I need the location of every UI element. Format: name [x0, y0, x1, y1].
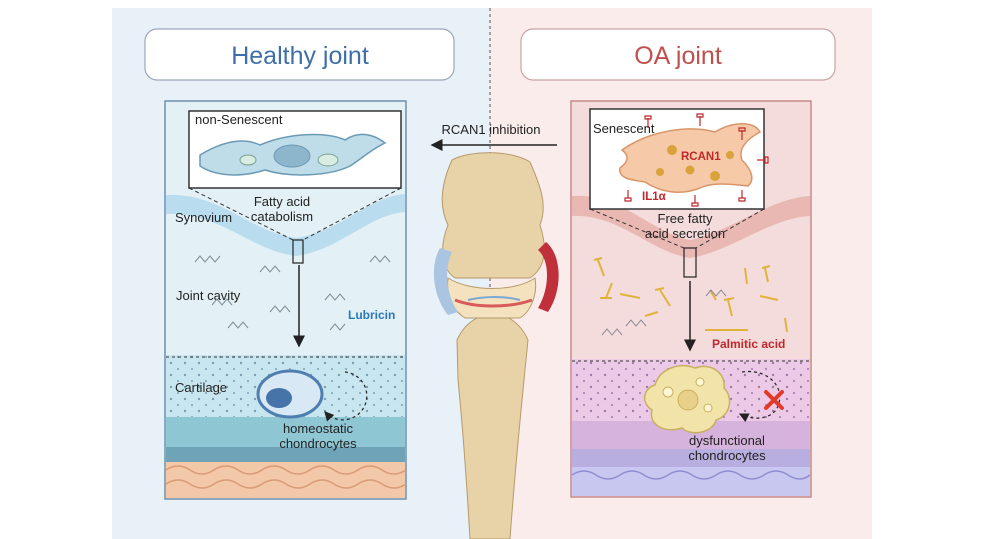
- zoom-line: [188, 187, 294, 241]
- mitochondria-icon: [239, 154, 257, 166]
- homeostatic-label: homeostatic: [283, 421, 354, 436]
- oa-panel: Senescent RCAN1 IL1α Free fatty acid sec…: [570, 100, 812, 498]
- chondrocytes-label: chondrocytes: [279, 436, 357, 451]
- nucleus-icon: [273, 144, 311, 168]
- homeostasis-cycle-arrow: [324, 371, 368, 422]
- oa-title: OA joint: [634, 42, 722, 70]
- chondrocyte-nucleus: [266, 388, 292, 408]
- non-senescent-label: non-Senescent: [195, 112, 283, 127]
- lipid-droplet-icon: [710, 171, 720, 181]
- il1a-label: IL1α: [642, 191, 666, 203]
- synovium-label: Synovium: [175, 210, 232, 225]
- lubricin-molecules: [194, 255, 391, 331]
- zoom-box: [292, 239, 304, 264]
- mitochondria-icon: [317, 153, 339, 167]
- chondrocyte-nucleus: [677, 389, 699, 411]
- lipid-droplet-icon: [656, 168, 664, 176]
- free-fatty-label: Free fatty: [658, 211, 713, 226]
- healthy-title-box: Healthy joint: [144, 28, 455, 81]
- lubricin-label: Lubricin: [348, 308, 395, 322]
- knee-joint-illustration: [433, 152, 559, 539]
- palmitic-acid-label: Palmitic acid: [712, 337, 785, 351]
- cartilage-deep: [166, 417, 405, 447]
- acid-secretion-label: acid secretion: [645, 226, 725, 241]
- catabolism-label: catabolism: [251, 209, 313, 224]
- cartilage-label: Cartilage: [175, 380, 227, 395]
- lipid-droplet-icon: [685, 165, 695, 175]
- rcan1-inhibition-label: RCAN1 inhibition: [442, 122, 541, 137]
- lipid-droplet-icon: [667, 145, 677, 155]
- healthy-title: Healthy joint: [231, 42, 369, 70]
- zoom-line: [302, 187, 402, 241]
- senescent-cell: [619, 123, 761, 194]
- broken-cycle-arrow: [738, 370, 781, 423]
- chondrocytes-label: chondrocytes: [688, 448, 766, 463]
- zoom-line: [695, 208, 765, 249]
- cross-icon: [764, 390, 784, 410]
- oa-title-box: OA joint: [520, 28, 836, 81]
- palmitic-acid-molecules: [593, 257, 788, 333]
- il1a-molecules: [624, 113, 769, 207]
- zoom-box: [683, 247, 697, 278]
- healthy-panel: non-Senescent Fatty acid catabolism Syno…: [164, 100, 407, 500]
- lipid-droplet-icon: [726, 151, 734, 159]
- rcan1-label: RCAN1: [681, 151, 721, 163]
- dysfunctional-label: dysfunctional: [689, 433, 765, 448]
- senescent-label: Senescent: [593, 121, 655, 136]
- zoom-line: [589, 208, 685, 249]
- lubricin-molecules: [601, 289, 727, 336]
- synovium-layer: [166, 194, 405, 256]
- joint-cavity-label: Joint cavity: [176, 288, 241, 303]
- fatty-acid-label: Fatty acid: [254, 194, 310, 209]
